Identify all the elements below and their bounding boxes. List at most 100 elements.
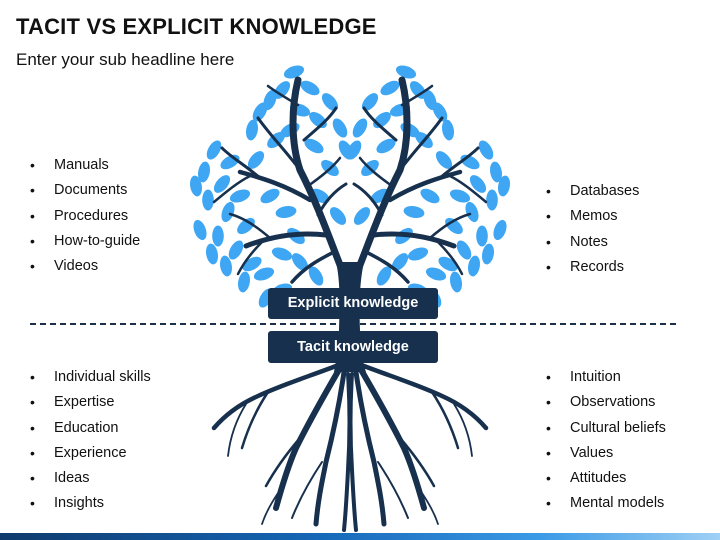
- leaf: [321, 93, 339, 111]
- list-item: Insights: [30, 491, 151, 517]
- leaf: [212, 225, 224, 247]
- list-item: Observations: [546, 390, 666, 416]
- leaf: [376, 138, 396, 154]
- footer-bar: [0, 533, 720, 540]
- leaf: [260, 188, 280, 204]
- leaf: [456, 240, 472, 260]
- tree-branch: [266, 84, 300, 107]
- tree-branch: [302, 106, 338, 142]
- leaf: [490, 161, 502, 183]
- leaf: [482, 243, 494, 265]
- tree-root: [419, 489, 439, 525]
- tree-root: [313, 369, 347, 527]
- leaf: [247, 151, 265, 169]
- tree-root: [264, 436, 302, 488]
- tree-branch: [398, 116, 444, 172]
- tree-branch: [290, 250, 336, 284]
- leaf: [206, 140, 222, 160]
- leaf: [220, 255, 232, 277]
- tree-branch: [364, 250, 410, 284]
- leaf: [380, 80, 400, 96]
- leaf: [237, 217, 255, 235]
- leaf: [206, 243, 218, 265]
- list-item: Experience: [30, 441, 151, 467]
- leaf: [465, 201, 479, 223]
- tree-branch: [400, 84, 434, 107]
- leaf: [420, 188, 440, 204]
- tree-branch: [358, 156, 394, 188]
- leaf: [221, 201, 235, 223]
- list-item: Videos: [30, 254, 140, 280]
- list-item: Procedures: [30, 204, 140, 230]
- leaf: [229, 189, 251, 203]
- leaf: [252, 102, 268, 122]
- tree-root: [291, 461, 323, 519]
- leaf: [409, 81, 427, 99]
- leaf: [407, 247, 429, 261]
- tree-root: [240, 390, 270, 450]
- leaf: [376, 266, 392, 286]
- leaf: [493, 219, 507, 241]
- leaf: [202, 189, 214, 211]
- list-item: Cultural beliefs: [546, 416, 666, 442]
- tree-branch: [228, 212, 272, 240]
- leaf: [478, 140, 494, 160]
- leaf: [308, 266, 324, 286]
- tree-branch: [237, 169, 313, 203]
- tree-root: [211, 363, 339, 431]
- tree-branch: [256, 116, 302, 172]
- tree-branch: [352, 182, 384, 217]
- list-item: Individual skills: [30, 365, 151, 391]
- list-item: Intuition: [546, 365, 666, 391]
- list-item: Values: [546, 441, 666, 467]
- leaf: [361, 93, 379, 111]
- explicit-examples-left: Manuals Documents Procedures How-to-guid…: [30, 153, 140, 280]
- leaf: [445, 217, 463, 235]
- leaf: [476, 225, 488, 247]
- leaf: [425, 267, 447, 281]
- list-item: Expertise: [30, 390, 151, 416]
- tree-branch: [236, 240, 264, 276]
- list-item: Mental models: [546, 491, 666, 517]
- tree-root: [453, 403, 473, 457]
- tree-branch: [243, 231, 329, 249]
- tree-root: [377, 461, 409, 519]
- leaf: [332, 118, 348, 138]
- leaf: [395, 65, 417, 79]
- explicit-examples-right: Databases Memos Notes Records: [546, 179, 639, 280]
- tree-branch: [387, 169, 463, 203]
- tree-branch: [212, 174, 252, 204]
- leaf: [435, 151, 453, 169]
- list-item: Records: [546, 255, 639, 281]
- list-item: Manuals: [30, 153, 140, 179]
- tree-branch: [371, 231, 457, 249]
- leaf: [391, 253, 409, 271]
- list-item: Notes: [546, 230, 639, 256]
- leaf: [253, 267, 275, 281]
- leaf: [300, 80, 320, 96]
- leaf: [193, 219, 207, 241]
- leaf: [190, 175, 202, 197]
- leaf: [498, 175, 510, 197]
- tree-branches: [212, 76, 488, 284]
- tree-root: [261, 489, 281, 525]
- leaf: [468, 255, 480, 277]
- tree-branch: [448, 174, 488, 204]
- tree-root: [227, 403, 247, 457]
- tree-root: [273, 365, 343, 511]
- tree-branch: [220, 146, 262, 180]
- knowledge-divider: [30, 323, 676, 325]
- leaf: [213, 175, 231, 193]
- leaf: [304, 138, 324, 154]
- leaf: [353, 207, 371, 225]
- tacit-knowledge-label: Tacit knowledge: [268, 331, 438, 363]
- tree-root: [348, 372, 358, 532]
- leaf: [271, 247, 293, 261]
- list-item: Education: [30, 416, 151, 442]
- tacit-examples-left: Individual skills Expertise Education Ex…: [30, 365, 151, 517]
- leaf: [469, 175, 487, 193]
- slide-title: TACIT VS EXPLICIT KNOWLEDGE: [16, 14, 377, 39]
- leaf: [198, 161, 210, 183]
- tree-root: [398, 436, 436, 488]
- leaf: [352, 118, 368, 138]
